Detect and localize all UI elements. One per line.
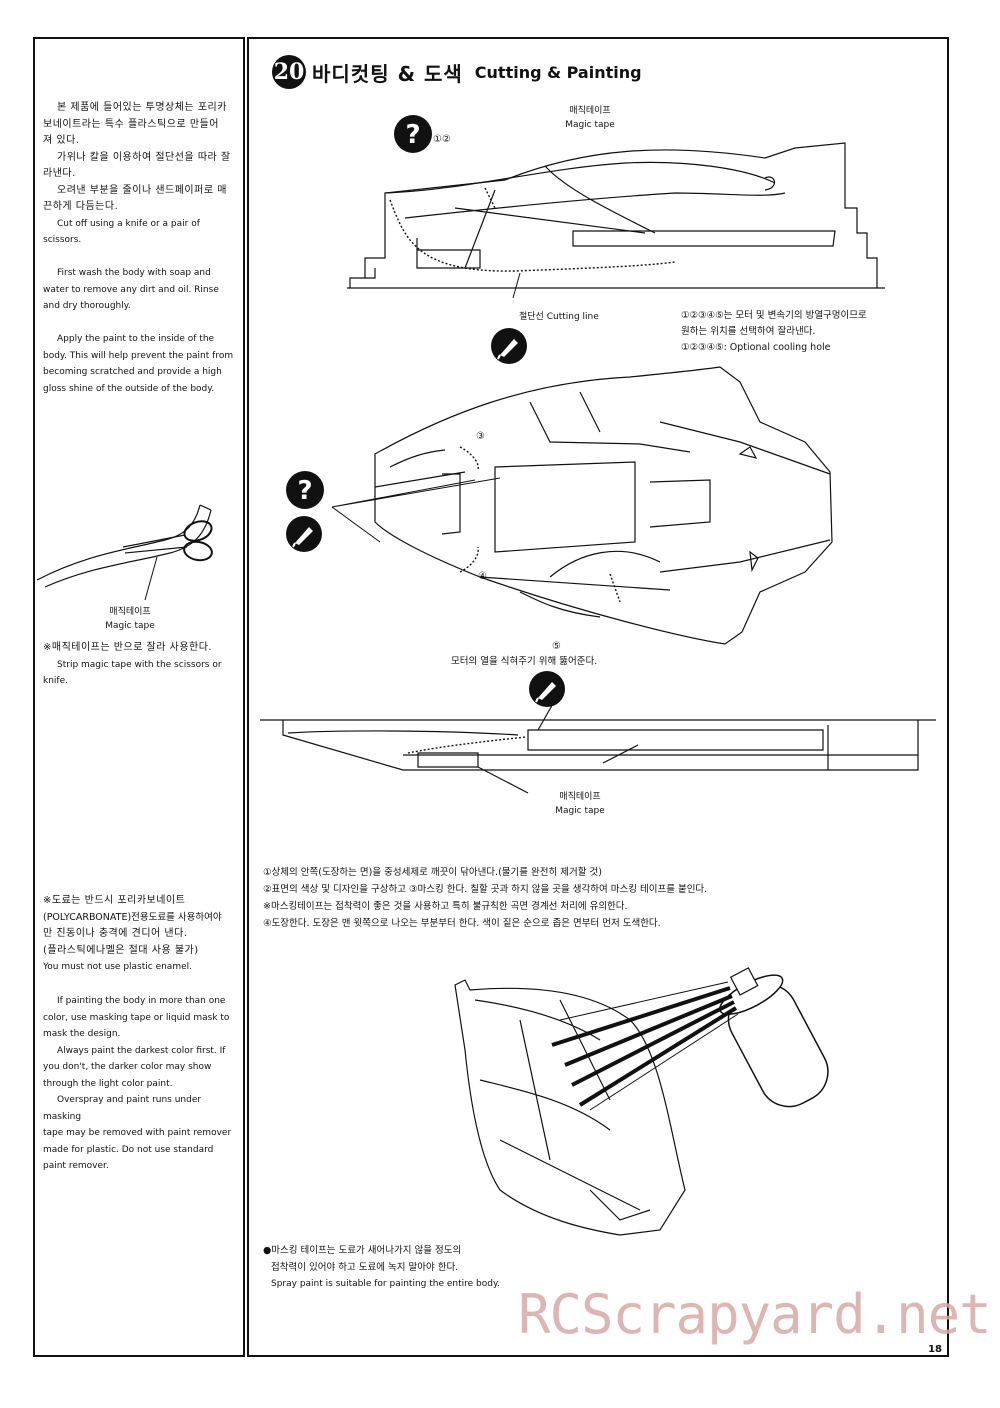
knife-icon bbox=[286, 516, 322, 552]
text-line: made for plastic. Do not use standard bbox=[43, 1144, 214, 1155]
text-line: ※매직테이프는 반으로 잘라 사용한다. bbox=[43, 642, 213, 653]
main-panel-frame bbox=[247, 37, 949, 1357]
text-line: tape may be removed with paint remover bbox=[43, 1128, 232, 1138]
step-1: ①상체의 안쪽(도장하는 면)을 중성세제로 깨끗이 닦아낸다.(물기를 완전히… bbox=[263, 867, 602, 878]
left-tape-note: ※매직테이프는 반으로 잘라 사용한다. Strip magic tape wi… bbox=[43, 640, 236, 690]
label-ko: 매직테이프 bbox=[109, 607, 151, 617]
circled-5-label: ⑤ bbox=[552, 641, 561, 652]
text-line: 만 진동이나 충격에 견디어 낸다. bbox=[43, 928, 188, 939]
text-line: becoming scratched and provide a high bbox=[43, 367, 222, 377]
text-line: mask the design. bbox=[43, 1029, 121, 1039]
text-line: 가위나 칼을 이용하여 절단선을 따라 잘 bbox=[57, 151, 231, 163]
body-top-view bbox=[374, 366, 833, 645]
knife-icon bbox=[529, 671, 565, 707]
circled-3-label: ③ bbox=[476, 431, 485, 442]
step-4: ④도장한다. 도장은 맨 윗쪽으로 나오는 부분부터 한다. 색이 짙은 순으로… bbox=[263, 918, 661, 929]
question-icon: ? bbox=[394, 115, 432, 153]
text-line: Spray paint is suitable for painting the… bbox=[271, 1279, 500, 1289]
text-line: body. This will help prevent the paint f… bbox=[43, 350, 234, 361]
text-line: 본 제품에 들어있는 투명상체는 포리카 bbox=[57, 102, 227, 113]
question-icon: ? bbox=[286, 471, 324, 509]
text-line: First wash the body with soap and bbox=[57, 268, 211, 278]
text-line: 접착력이 있어야 하고 도료에 녹지 말아야 한다. bbox=[271, 1262, 459, 1273]
svg-text:?: ? bbox=[405, 120, 420, 150]
left-paint-note: ※도료는 반드시 포리카보네이트 (POLYCARBONATE)전용도료를 사용… bbox=[43, 893, 236, 976]
text-line: scissors. bbox=[43, 235, 82, 245]
page-number: 18 bbox=[928, 1344, 942, 1355]
pointer-lines bbox=[331, 477, 501, 543]
cutting-line-label: 절단선 Cutting line bbox=[519, 312, 599, 322]
text-line: ※도료는 반드시 포리카보네이트 bbox=[43, 895, 186, 906]
label-ko: 매직테이프 bbox=[559, 792, 601, 802]
text-line: gloss shine of the outside of the body. bbox=[43, 383, 215, 394]
text-line: 끈하게 다듬는다. bbox=[43, 201, 119, 212]
text-line: 원하는 위치를 선택하여 잘라낸다. bbox=[681, 326, 816, 337]
text-line: water to remove any dirt and oil. Rinse bbox=[43, 284, 219, 295]
circled-12-label: ①② bbox=[433, 134, 451, 145]
left-tape-label: 매직테이프 Magic tape bbox=[95, 605, 165, 633]
left-column-frame bbox=[33, 37, 245, 1357]
step-note: ※마스킹테이프는 접착력이 좋은 것을 사용하고 특히 불규칙한 곡면 경계선 … bbox=[263, 901, 628, 912]
spray-note: ●마스킹 테이프는 도료가 새어나가지 않을 정도의 접착력이 있어야 하고 도… bbox=[263, 1242, 500, 1293]
title-english: Cutting & Painting bbox=[474, 62, 642, 82]
text-line: color, use masking tape or liquid mask t… bbox=[43, 1012, 230, 1023]
painting-steps: ①상체의 안쪽(도장하는 면)을 중성세제로 깨끗이 닦아낸다.(물기를 완전히… bbox=[263, 864, 707, 932]
text-line: Always paint the darkest color first. If bbox=[57, 1045, 226, 1056]
bottom-tape-label: 매직테이프 Magic tape bbox=[545, 790, 615, 818]
cooling-holes-note: ①②③④⑤는 모터 및 변속기의 방열구멍이므로 원하는 위치를 선택하여 잘라… bbox=[681, 308, 867, 356]
text-line: 오려낸 부분을 줄이나 샌드페이퍼로 매 bbox=[57, 184, 227, 196]
spray-painting-illustration bbox=[454, 967, 829, 1236]
left-multicolor-text: If painting the body in more than one co… bbox=[43, 993, 236, 1175]
text-line: Strip magic tape with the scissors or bbox=[57, 659, 222, 670]
left-intro-text: 본 제품에 들어있는 투명상체는 포리카 보네이트라는 특수 플라스틱으로 만들… bbox=[43, 100, 236, 249]
text-line: 보네이트라는 특수 플라스틱으로 만들어 bbox=[43, 118, 219, 130]
label-en: Magic tape bbox=[565, 120, 615, 130]
text-line: ●마스킹 테이프는 도료가 새어나가지 않을 정도의 bbox=[263, 1245, 462, 1256]
label-ko: 매직테이프 bbox=[569, 106, 611, 116]
text-line: 라낸다. bbox=[43, 168, 76, 179]
title-korean: 바디컷팅 & 도색 bbox=[312, 61, 463, 86]
text-line: ①②③④⑤: Optional cooling hole bbox=[681, 342, 831, 353]
knife-icon bbox=[491, 328, 527, 364]
top-tape-label: 매직테이프 Magic tape bbox=[555, 104, 625, 132]
text-line: 져 있다. bbox=[43, 135, 80, 146]
watermark: RCScrapyard.net bbox=[518, 1283, 992, 1346]
text-line: Cut off using a knife or a pair of bbox=[57, 218, 200, 229]
label-en: Magic tape bbox=[555, 806, 605, 816]
body-profile-view bbox=[260, 694, 936, 794]
text-line: (POLYCARBONATE)전용도료를 사용하여야 bbox=[43, 911, 222, 923]
svg-text:?: ? bbox=[297, 476, 312, 506]
left-wash-text: First wash the body with soap and water … bbox=[43, 265, 236, 315]
text-line: and dry thoroughly. bbox=[43, 301, 131, 311]
text-line: Overspray and paint runs under masking bbox=[43, 1095, 202, 1122]
text-line: If painting the body in more than one bbox=[57, 996, 226, 1006]
circled-4-label: ④ bbox=[478, 571, 487, 582]
left-apply-text: Apply the paint to the inside of the bod… bbox=[43, 331, 236, 397]
text-line: ①②③④⑤는 모터 및 변속기의 방열구멍이므로 bbox=[681, 310, 867, 321]
body-side-view bbox=[347, 142, 885, 299]
text-line: through the light color paint. bbox=[43, 1078, 173, 1089]
motor-hole-note: 모터의 열을 식혀주기 위해 뚫어준다. bbox=[451, 656, 598, 667]
text-line: knife. bbox=[43, 676, 68, 686]
text-line: paint remover. bbox=[43, 1161, 109, 1171]
step-2: ②표면의 색상 및 디자인을 구상하고 ③마스킹 한다. 칠할 곳과 하지 않을… bbox=[263, 884, 708, 895]
step-number-badge: 20 bbox=[272, 55, 306, 89]
text-line: Apply the paint to the inside of the bbox=[57, 334, 215, 344]
text-line: (플라스틱에나멜은 절대 사용 불가) bbox=[43, 944, 199, 956]
text-line: You must not use plastic enamel. bbox=[43, 962, 192, 972]
text-line: you don't, the darker color may show bbox=[43, 1062, 212, 1072]
label-en: Magic tape bbox=[105, 621, 155, 631]
section-title: 20 바디컷팅 & 도색 Cutting & Painting bbox=[272, 55, 642, 89]
scissors-tape-illustration bbox=[36, 504, 213, 601]
